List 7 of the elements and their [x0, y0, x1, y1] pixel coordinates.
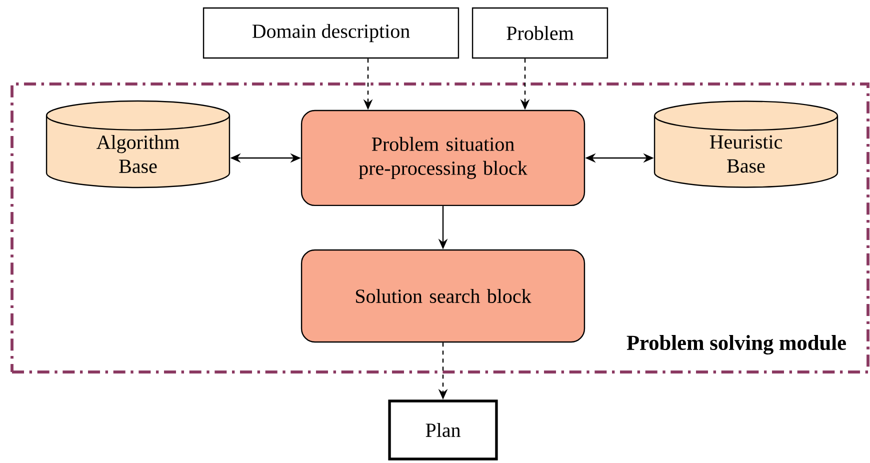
input-box: Domain description	[202, 7, 460, 59]
process-block: Problem situation pre-processing block	[300, 110, 586, 206]
database-cylinder: Heuristic Base	[654, 100, 838, 188]
output-box: Plan	[388, 400, 498, 460]
process-block: Solution search block	[300, 249, 586, 343]
input-box: Problem	[472, 7, 608, 59]
database-cylinder: Algorithm Base	[46, 100, 230, 188]
